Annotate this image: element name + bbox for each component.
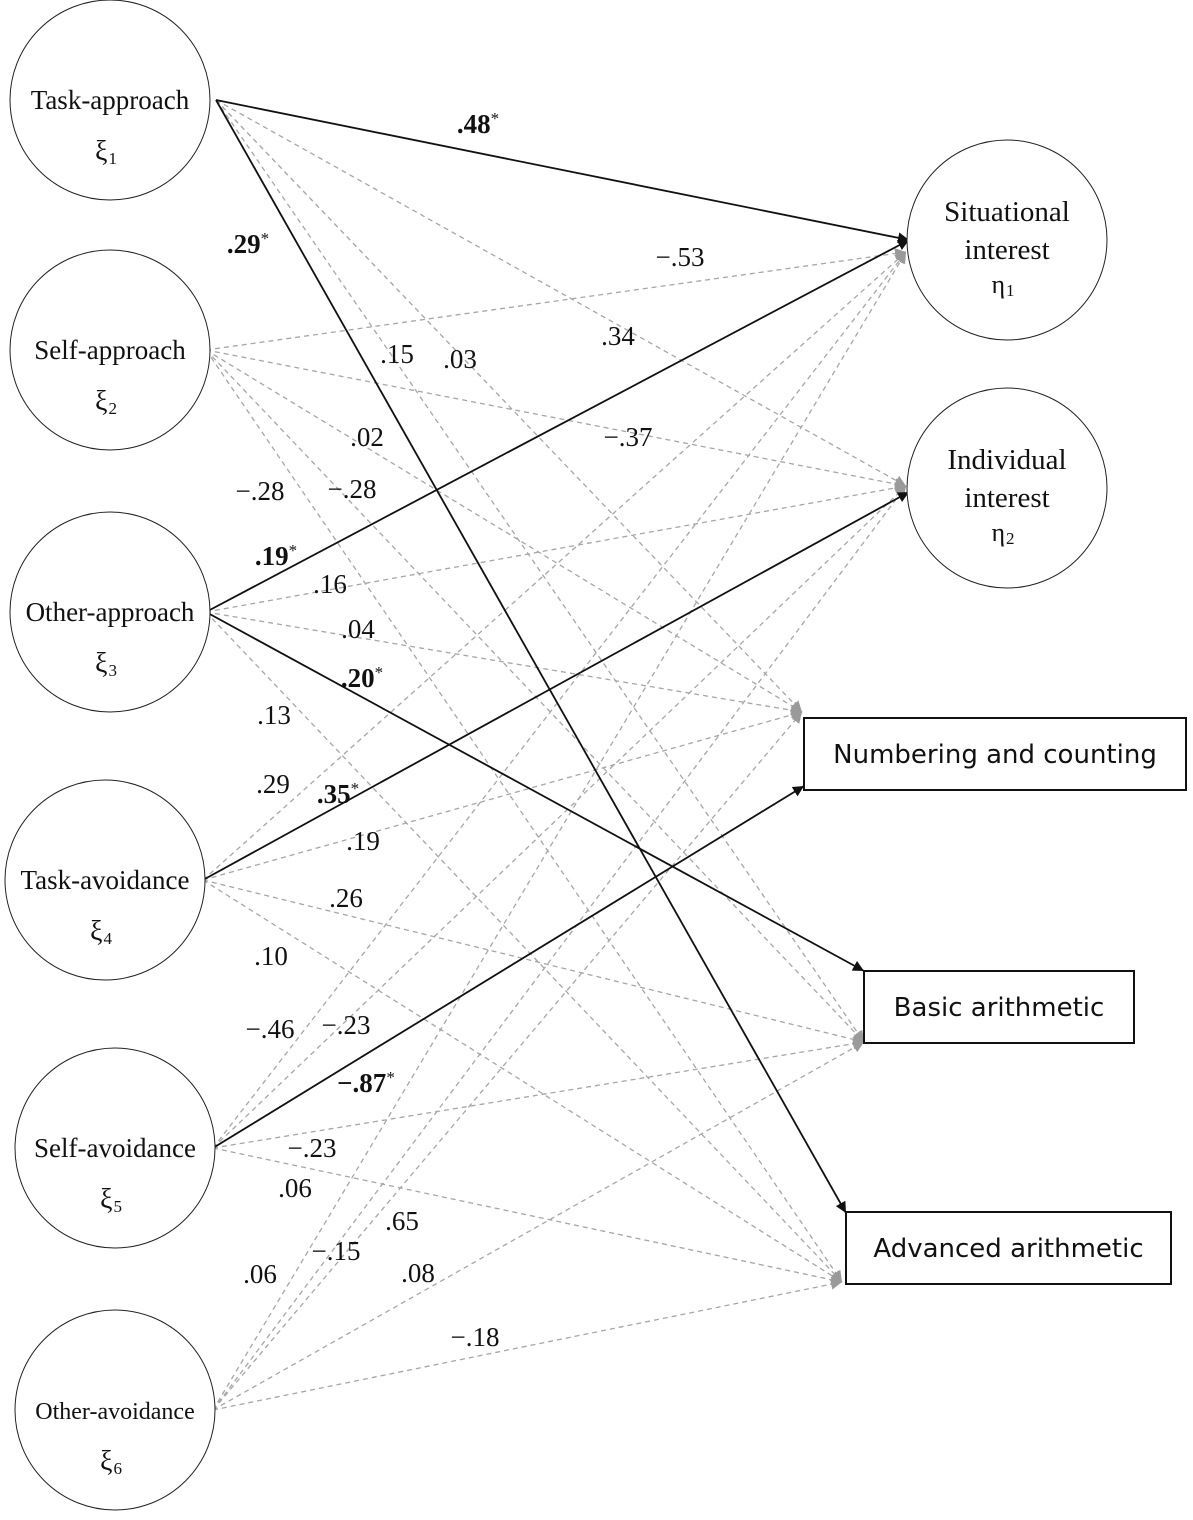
node-label: Numbering and counting [833,740,1157,770]
coefficient-label: .34 [601,321,635,351]
coefficient-label: −.23 [322,1010,371,1040]
coefficient-label: .06 [278,1173,312,1203]
node-circle [906,387,1108,589]
coefficient-label: −.23 [288,1133,337,1163]
node-label: Task-approach [31,85,190,115]
path-task-approach-to-advanced-arithmetic [215,99,847,1214]
path-self-avoidance-to-individual-interest [212,485,907,1149]
node-label-line1: Individual [947,444,1066,476]
coefficient-label: .48* [457,109,499,139]
coefficient-label: −.87* [337,1068,395,1098]
coefficient-label: −.28 [236,476,285,506]
coefficient-label: .06 [243,1259,277,1289]
node-label: Other-avoidance [35,1399,194,1425]
coefficient-label: .26 [329,883,363,913]
node-circle [14,1309,216,1511]
coefficient-label: −.37 [604,422,653,452]
coefficient-label: .35* [317,779,359,809]
coefficient-label: −.46 [246,1014,295,1044]
node-label-line1: Situational [944,196,1070,228]
path-task-approach-to-numbering-and-counting [215,99,803,713]
path-self-approach-to-numbering-and-counting [205,349,803,713]
path-self-avoidance-to-situational-interest [212,251,907,1149]
path-task-avoidance-to-individual-interest [202,491,910,881]
coefficient-label: .04 [341,614,375,644]
path-other-avoidance-to-advanced-arithmetic [212,1278,843,1411]
path-task-avoidance-to-basic-arithmetic [202,879,865,1045]
coefficient-label: −.18 [451,1322,500,1352]
coefficient-label: .08 [401,1258,435,1288]
node-advanced-arithmetic: Advanced arithmetic [845,1211,1172,1285]
coefficient-label: .29 [256,769,290,799]
path-task-approach-to-situational-interest [215,99,910,244]
node-label: Task-avoidance [20,865,189,895]
node-basic-arithmetic: Basic arithmetic [863,970,1135,1044]
node-label: Basic arithmetic [894,993,1105,1023]
node-circle [906,139,1108,341]
coefficient-label: −.53 [656,242,705,272]
coefficient-label: .15 [380,339,414,369]
path-task-avoidance-to-advanced-arithmetic [202,879,843,1283]
path-other-approach-to-situational-interest [205,239,910,613]
path-other-avoidance-to-individual-interest [212,485,907,1411]
path-self-avoidance-to-basic-arithmetic [212,1038,865,1149]
node-box [863,970,1135,1044]
node-box [845,1211,1172,1285]
node-label-line2: interest [964,482,1049,514]
coefficient-label: −.28 [328,474,377,504]
path-self-approach-to-basic-arithmetic [205,349,865,1043]
coefficient-label: .19* [255,541,297,571]
path-other-approach-to-numbering-and-counting [205,611,803,716]
path-other-approach-to-advanced-arithmetic [205,611,843,1283]
path-other-avoidance-to-basic-arithmetic [212,1041,865,1411]
node-label: Self-approach [34,335,186,365]
path-other-approach-to-individual-interest [205,482,907,613]
node-label-line2: interest [964,234,1049,266]
coefficient-label: .20* [341,663,383,693]
coefficient-label: .16 [313,569,347,599]
path-self-approach-to-individual-interest [205,349,907,490]
coefficient-label: .29* [227,229,269,259]
node-numbering-and-counting: Numbering and counting [803,717,1187,791]
node-label: Self-avoidance [34,1133,196,1163]
node-circle [14,1047,216,1249]
node-label: Advanced arithmetic [873,1234,1143,1264]
paths-layer [202,99,910,1411]
node-circle [9,0,211,201]
coefficient-label: .13 [257,700,291,730]
path-self-approach-to-situational-interest [205,248,907,351]
node-circle [4,779,206,981]
node-label: Other-approach [26,597,195,627]
node-circle [9,511,211,713]
node-box [803,717,1187,791]
path-other-avoidance-to-numbering-and-counting [212,711,803,1411]
coefficient-labels: .48* .29* −.53 .34 .15 .03 .02 −.37 −.28 −.28 .19*… [227,109,705,1352]
coefficient-label: .02 [350,422,384,452]
coefficient-label: −.15 [312,1236,361,1266]
path-self-avoidance-to-numbering-and-counting [212,785,805,1149]
path-task-approach-to-basic-arithmetic [215,99,865,1043]
path-self-avoidance-to-advanced-arithmetic [212,1147,843,1286]
node-circle [9,249,211,451]
coefficient-label: .19 [346,826,380,856]
coefficient-label: .10 [254,941,288,971]
path-task-avoidance-to-numbering-and-counting [202,709,803,881]
coefficient-label: .65 [385,1206,419,1236]
path-self-approach-to-advanced-arithmetic [205,349,843,1283]
nodes-layer: Task-approachξ1Self-approachξ2Other-appr… [4,0,1187,1511]
coefficient-label: .03 [443,344,477,374]
path-task-approach-to-individual-interest [215,99,907,487]
path-other-approach-to-basic-arithmetic [205,611,865,972]
path-task-avoidance-to-situational-interest [202,251,907,881]
